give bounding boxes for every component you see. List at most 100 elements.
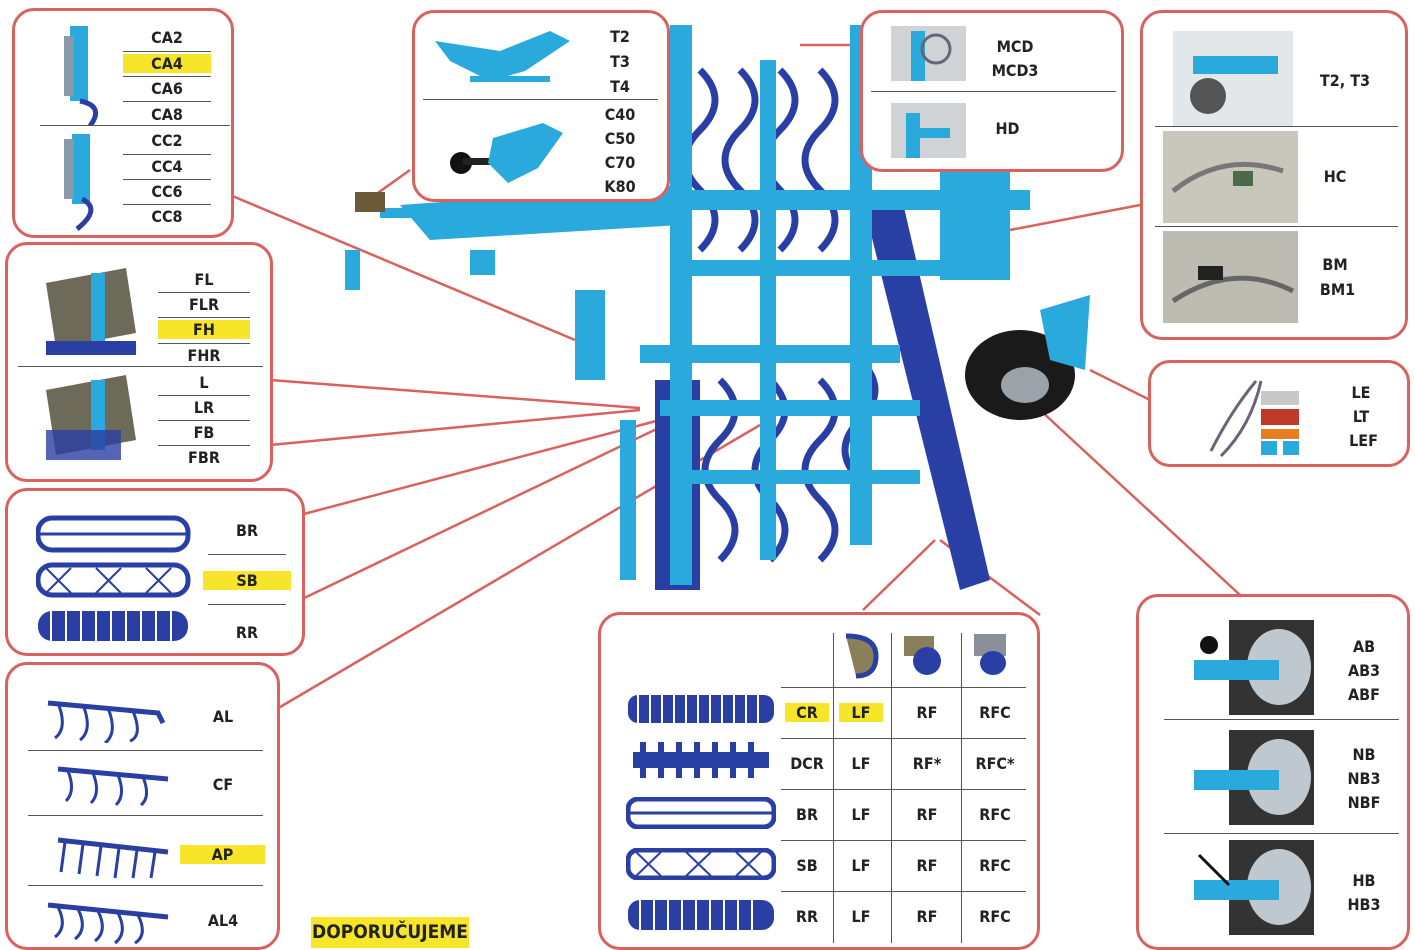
drawbar-hitch-icon <box>435 31 570 82</box>
table-cell: SB <box>796 856 818 875</box>
brake-item: HB <box>1352 871 1376 890</box>
hydraulic-item: BM1 <box>1319 280 1356 299</box>
table-cell: RF* <box>912 754 942 773</box>
hitch-item: T3 <box>610 52 630 71</box>
ball-hitch-icon <box>450 123 563 183</box>
divider <box>781 738 1026 739</box>
hitch-item: C70 <box>604 153 636 172</box>
divider <box>423 99 658 100</box>
cultivator-item: CC8 <box>151 207 183 226</box>
recommended-legend: DOPORUČUJEME <box>311 917 469 948</box>
divider <box>28 750 263 751</box>
divider <box>158 292 250 293</box>
panel-depth-control: MCD MCD3 HD <box>860 10 1124 172</box>
cultivator-a-icon <box>64 26 99 126</box>
divider <box>208 604 286 605</box>
roller-dcr-icon <box>633 742 769 778</box>
cultivator-item-highlighted: CA4 <box>123 54 211 73</box>
panel-levelers: FL FLR FH FHR L LR FB FBR <box>5 242 273 482</box>
table-cell-highlighted: CR <box>785 703 829 722</box>
panel-rear-rollers: CR LF RF RFC DCR LF RF* RFC* BR LF RF RF… <box>598 612 1040 950</box>
divider <box>28 815 263 816</box>
table-cell: DCR <box>790 754 824 773</box>
divider <box>781 789 1026 790</box>
divider <box>123 76 211 77</box>
tine-item: CF <box>212 775 234 794</box>
column-divider <box>833 633 834 943</box>
roller-br-icon <box>626 797 776 829</box>
divider <box>123 204 211 205</box>
leveler-item: LR <box>193 398 215 417</box>
roller-cr-icon <box>628 695 774 723</box>
brake-ab-icon <box>1194 620 1314 715</box>
cultivator-item: CC2 <box>151 131 183 150</box>
leveler-finger-icon <box>46 268 136 355</box>
leveler-item: FHR <box>187 346 221 365</box>
roller-bar-icon <box>36 515 191 641</box>
light-kit-icon <box>1209 380 1299 458</box>
depth-item: MCD3 <box>991 61 1039 80</box>
brake-hb-icon <box>1194 840 1314 935</box>
divider <box>123 101 211 102</box>
brake-item: AB <box>1352 637 1376 656</box>
light-item: LEF <box>1349 431 1378 450</box>
table-cell: LF <box>851 907 871 926</box>
divider <box>781 840 1026 841</box>
leveler-item: FB <box>193 423 215 442</box>
table-cell: RFC <box>979 856 1011 875</box>
table-cell: RFC* <box>975 754 1015 773</box>
table-cell: RF <box>916 703 938 722</box>
light-item: LT <box>1352 407 1370 426</box>
table-cell: LF <box>851 754 871 773</box>
divider <box>123 179 211 180</box>
table-cell: RF <box>916 907 938 926</box>
leveler-rfc-icon <box>974 634 1006 675</box>
roller-item: BR <box>235 521 259 540</box>
hydraulic-item: HC <box>1323 167 1347 186</box>
hydraulic-depth-icon <box>891 103 966 158</box>
tine-al-icon <box>47 700 166 743</box>
brake-item: ABF <box>1348 685 1380 704</box>
divider <box>158 317 250 318</box>
divider <box>18 366 263 367</box>
hydraulic-item: T2, T3 <box>1319 71 1371 90</box>
panel-rollers: BR SB RR <box>5 488 305 656</box>
leveler-item: FL <box>194 270 214 289</box>
roller-rr-icon <box>628 900 774 930</box>
divider <box>1164 719 1399 720</box>
divider <box>158 343 250 344</box>
brake-item: AB3 <box>1347 661 1381 680</box>
light-item: LE <box>1351 383 1371 402</box>
divider <box>158 420 250 421</box>
panel-hydraulics: T2, T3 HC BM BM1 <box>1140 10 1408 340</box>
tine-item: AL <box>212 707 234 726</box>
cultivator-item: CC4 <box>151 157 183 176</box>
hydraulic-item: BM <box>1322 255 1348 274</box>
divider <box>1164 833 1399 834</box>
leveler-item: FBR <box>188 448 220 467</box>
divider <box>871 91 1116 92</box>
tine-item-highlighted: AP <box>180 845 265 864</box>
table-cell: LF <box>851 805 871 824</box>
divider <box>40 125 230 126</box>
table-cell: RFC <box>979 703 1011 722</box>
leveler-rf-icon <box>904 636 941 675</box>
panel-lights: LE LT LEF <box>1148 360 1410 467</box>
table-cell: RF <box>916 805 938 824</box>
column-divider <box>961 633 962 943</box>
divider <box>158 395 250 396</box>
divider <box>1155 126 1398 127</box>
depth-item: MCD <box>996 37 1034 56</box>
panel-brakes: AB AB3 ABF NB NB3 NBF HB HB3 <box>1136 594 1410 950</box>
leveler-item: L <box>199 373 209 392</box>
callout-lines <box>229 43 1241 712</box>
tine-item: AL4 <box>207 911 239 930</box>
hitch-item: K80 <box>604 177 636 196</box>
brake-item: HB3 <box>1347 895 1381 914</box>
brake-item: NB3 <box>1347 769 1381 788</box>
brake-item: NB <box>1352 745 1376 764</box>
divider <box>158 445 250 446</box>
table-cell: RFC <box>979 907 1011 926</box>
leveler-item-highlighted: FH <box>158 320 250 339</box>
